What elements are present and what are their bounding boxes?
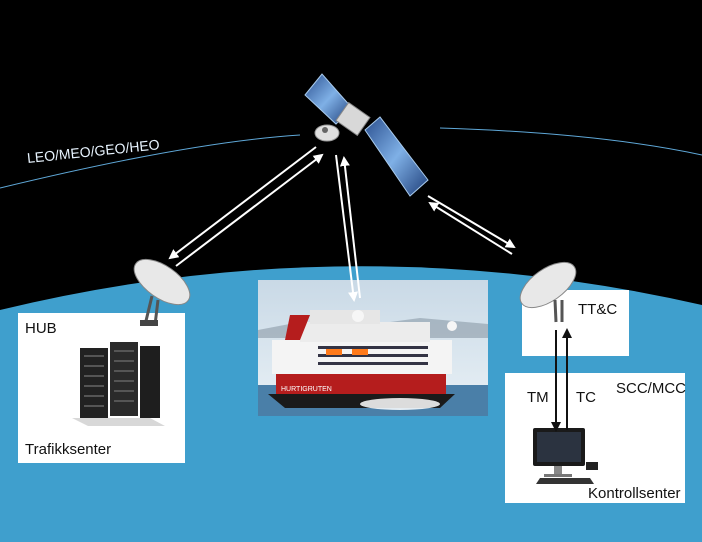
scc-mcc-label: SCC/MCC	[616, 380, 686, 397]
hub-caption: Trafikksenter	[25, 441, 112, 458]
ship-photo	[258, 280, 488, 416]
satellite-icon	[304, 73, 429, 197]
orbit-line-right	[439, 127, 702, 156]
ttc-dish-icon	[519, 261, 577, 323]
hub-dish-icon	[133, 258, 191, 326]
link-arrows-ttc	[427, 195, 516, 255]
ship-brand-text: HURTIGRUTEN	[281, 386, 332, 393]
link-arrows-ship	[335, 154, 361, 302]
control-caption: Kontrollsenter	[588, 485, 681, 502]
server-rack-icon	[72, 342, 165, 426]
orbit-line-left	[0, 134, 301, 189]
tc-label: TC	[576, 389, 596, 406]
hub-title: HUB	[25, 320, 57, 337]
tm-label: TM	[527, 389, 549, 406]
link-arrows-hub	[168, 146, 324, 267]
computer-icon	[533, 428, 598, 484]
ttc-label: TT&C	[578, 301, 618, 318]
tm-tc-arrows	[551, 328, 572, 432]
